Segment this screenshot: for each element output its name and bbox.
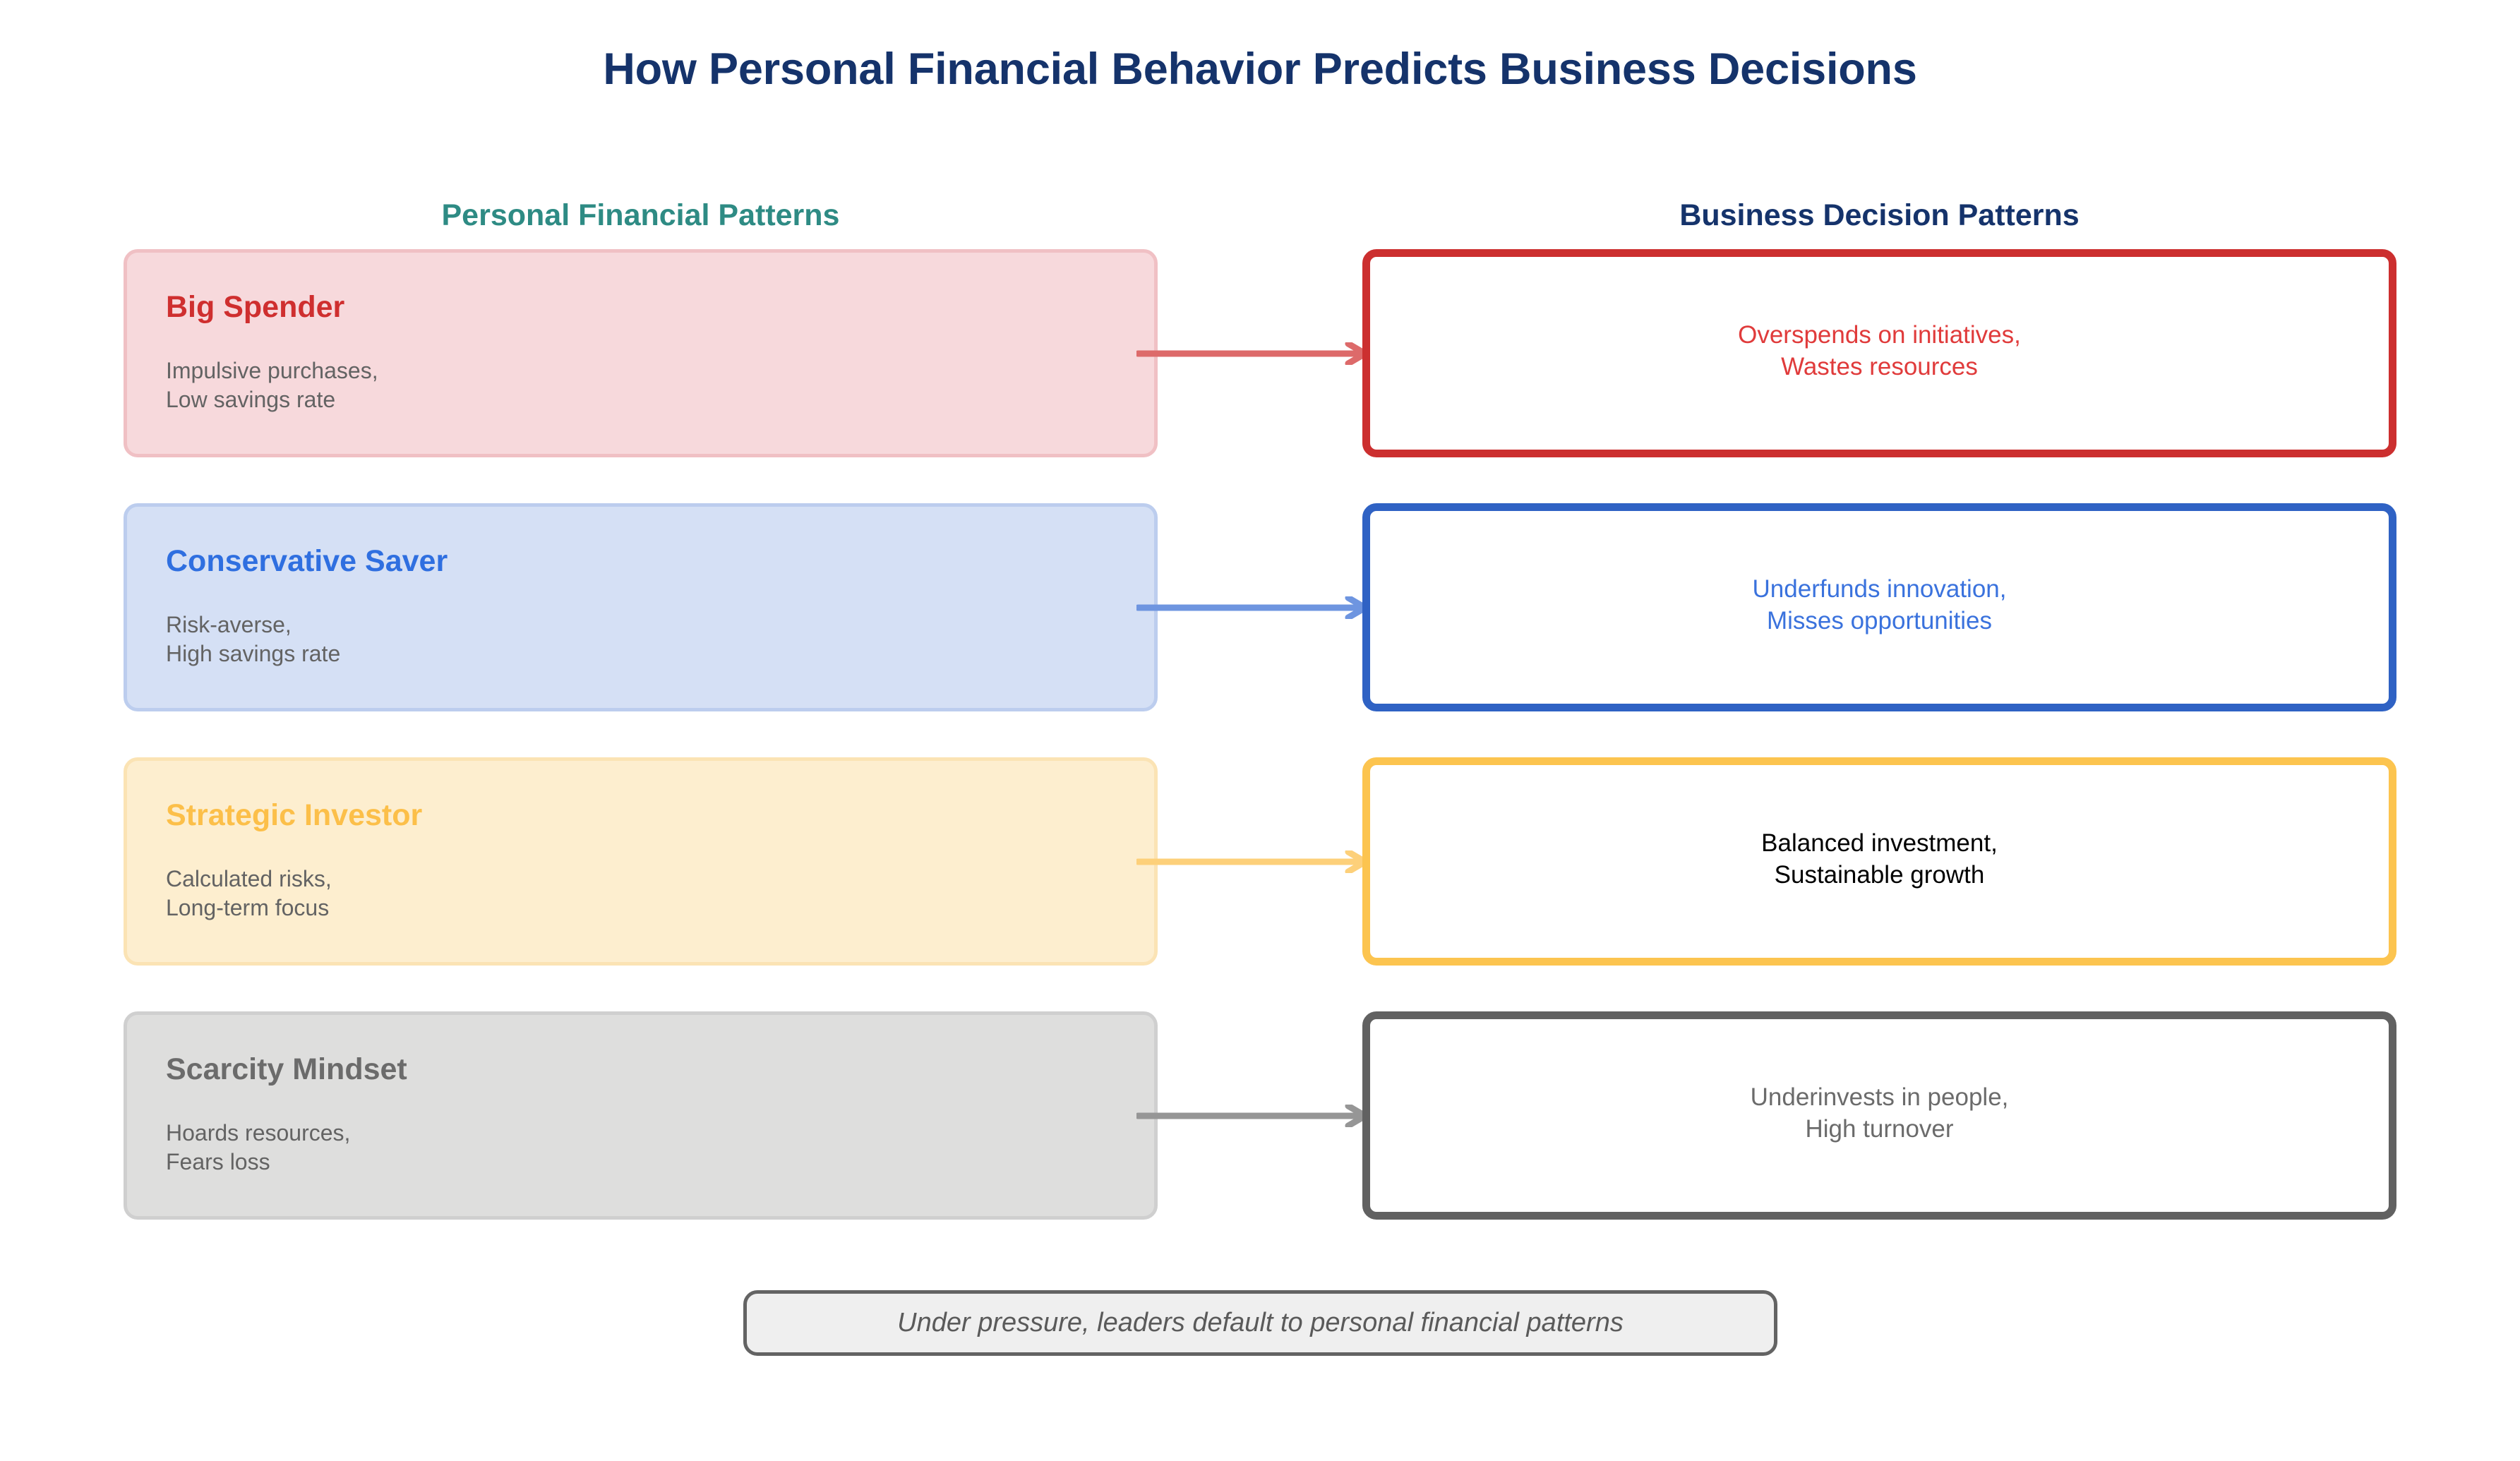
business-decision-card[interactable]: Balanced investment, Sustainable growth	[1362, 757, 2396, 966]
mapping-arrow	[1136, 596, 1369, 619]
personal-pattern-description: Risk-averse, High savings rate	[166, 612, 341, 666]
business-decision-text: Overspends on initiatives, Wastes resour…	[1738, 320, 2021, 380]
business-decision-text: Underfunds innovation, Misses opportunit…	[1752, 575, 2007, 635]
column-header-business: Business Decision Patterns	[1679, 198, 2080, 232]
personal-pattern-title: Conservative Saver	[166, 544, 448, 579]
mapping-arrow	[1136, 1105, 1369, 1127]
personal-pattern-card[interactable]: Scarcity Mindset Hoards resources, Fears…	[124, 1011, 1158, 1220]
business-decision-card[interactable]: Overspends on initiatives, Wastes resour…	[1362, 249, 2396, 457]
mapping-row: Strategic Investor Calculated risks, Lon…	[0, 757, 2520, 966]
mapping-row: Big Spender Impulsive purchases, Low sav…	[0, 249, 2520, 457]
footer-caption-text: Under pressure, leaders default to perso…	[897, 1308, 1624, 1337]
personal-pattern-description: Impulsive purchases, Low savings rate	[166, 358, 378, 412]
personal-pattern-title: Scarcity Mindset	[166, 1052, 407, 1087]
personal-pattern-card[interactable]: Conservative Saver Risk-averse, High sav…	[124, 503, 1158, 711]
personal-pattern-card[interactable]: Big Spender Impulsive purchases, Low sav…	[124, 249, 1158, 457]
personal-pattern-card[interactable]: Strategic Investor Calculated risks, Lon…	[124, 757, 1158, 966]
mapping-row: Scarcity Mindset Hoards resources, Fears…	[0, 1011, 2520, 1220]
business-decision-text: Underinvests in people, High turnover	[1750, 1083, 2009, 1143]
business-decision-text: Balanced investment, Sustainable growth	[1761, 829, 1998, 889]
personal-pattern-description: Hoards resources, Fears loss	[166, 1120, 351, 1174]
business-decision-card[interactable]: Underfunds innovation, Misses opportunit…	[1362, 503, 2396, 711]
footer-caption-box: Under pressure, leaders default to perso…	[743, 1290, 1777, 1356]
column-header-personal: Personal Financial Patterns	[441, 198, 840, 232]
business-decision-card[interactable]: Underinvests in people, High turnover	[1362, 1011, 2396, 1220]
personal-pattern-title: Strategic Investor	[166, 798, 423, 833]
mapping-arrow	[1136, 342, 1369, 365]
page-title: How Personal Financial Behavior Predicts…	[603, 44, 1917, 94]
personal-pattern-title: Big Spender	[166, 290, 345, 325]
mapping-row: Conservative Saver Risk-averse, High sav…	[0, 503, 2520, 711]
mapping-arrow	[1136, 850, 1369, 873]
personal-pattern-description: Calculated risks, Long-term focus	[166, 866, 332, 920]
